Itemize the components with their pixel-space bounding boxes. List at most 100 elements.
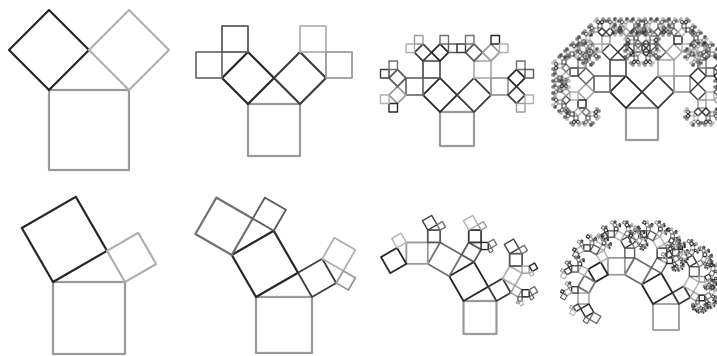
tree-square [652, 303, 680, 331]
tree-square [689, 83, 707, 101]
tree-square [678, 238, 682, 243]
tree-square [709, 123, 713, 127]
tree-square [20, 195, 109, 284]
tree-square [623, 43, 627, 47]
tree-square [691, 59, 697, 65]
tree-square [709, 51, 715, 57]
tree-square [689, 111, 695, 117]
tree-square [553, 105, 557, 109]
tree-square [553, 65, 559, 71]
tree-square [528, 294, 535, 301]
tree-square [587, 119, 593, 125]
tree-square [583, 63, 587, 67]
tree-square [430, 43, 450, 62]
tree-square [582, 316, 591, 325]
tree-square [521, 289, 530, 298]
tree-square [679, 17, 683, 21]
tree-square [665, 19, 669, 23]
tree-square [703, 119, 709, 125]
tree-square [670, 227, 674, 231]
tree-square [702, 252, 708, 257]
tree-square [685, 53, 691, 59]
tree-square [643, 19, 649, 25]
tree-symmetric-iter-4 [379, 34, 535, 148]
tree-square [577, 261, 583, 267]
tree-square [693, 107, 703, 117]
tree-square [567, 85, 571, 89]
tree-square [573, 107, 583, 117]
tree-square [524, 94, 535, 105]
tree-square [654, 220, 660, 225]
tree-square [689, 43, 693, 47]
tree-square [565, 111, 569, 115]
tree-square [87, 8, 171, 92]
tree-square [705, 288, 708, 291]
tree-square [664, 233, 666, 236]
tree-square [625, 49, 631, 55]
tree-square [639, 61, 643, 65]
tree-square [7, 8, 91, 92]
tree-square [561, 103, 567, 109]
tree-square [575, 55, 579, 59]
tree-square [611, 25, 615, 29]
tree-square [51, 280, 127, 356]
tree-square [631, 29, 635, 33]
tree-square [563, 115, 567, 119]
tree-square [649, 17, 653, 21]
tree-square [713, 109, 717, 115]
tree-square [559, 111, 563, 115]
tree-square [551, 73, 555, 77]
tree-square [379, 68, 390, 79]
tree-square [619, 33, 623, 37]
tree-square [646, 244, 649, 247]
tree-square [438, 110, 476, 148]
tree-square [613, 17, 617, 21]
tree-square [583, 123, 587, 127]
tree-square [645, 55, 651, 61]
tree-square [695, 300, 700, 305]
tree-square [436, 220, 447, 231]
tree-square [711, 43, 715, 47]
tree-square [588, 311, 602, 325]
tree-square [577, 35, 581, 39]
tree-square [551, 103, 555, 107]
tree-square [681, 23, 687, 29]
tree-square [706, 278, 712, 284]
tree-square [589, 240, 595, 246]
tree-square [559, 87, 563, 91]
tree-square [528, 285, 539, 296]
tree-square [579, 121, 583, 125]
tree-square [683, 49, 687, 53]
tree-square [599, 244, 607, 252]
tree-square [597, 23, 603, 29]
tree-square [695, 243, 698, 246]
tree-square [195, 51, 223, 79]
tree-square [705, 37, 709, 41]
tree-square [613, 220, 617, 224]
tree-square [689, 121, 693, 125]
tree-symmetric-iter-8 [551, 17, 717, 142]
tree-square [637, 63, 641, 67]
tree-square [254, 295, 314, 355]
tree-square [689, 67, 707, 85]
tree-square [607, 19, 613, 25]
tree-square [388, 60, 399, 71]
tree-square [583, 244, 591, 252]
tree-square [460, 241, 483, 263]
tree-square [688, 266, 700, 278]
tree-square [587, 31, 591, 35]
tree-square [619, 19, 625, 25]
tree-square [709, 41, 713, 45]
tree-square [651, 61, 655, 65]
tree-square [593, 113, 599, 119]
tree-square [391, 232, 408, 249]
tree-square [667, 33, 671, 37]
tree-square [693, 35, 699, 41]
tree-square [473, 60, 492, 79]
tree-square [569, 43, 573, 47]
tree-square [594, 238, 598, 242]
tree-square [47, 88, 131, 172]
tree-square [683, 115, 687, 119]
tree-square [663, 224, 666, 228]
tree-square [589, 123, 593, 127]
